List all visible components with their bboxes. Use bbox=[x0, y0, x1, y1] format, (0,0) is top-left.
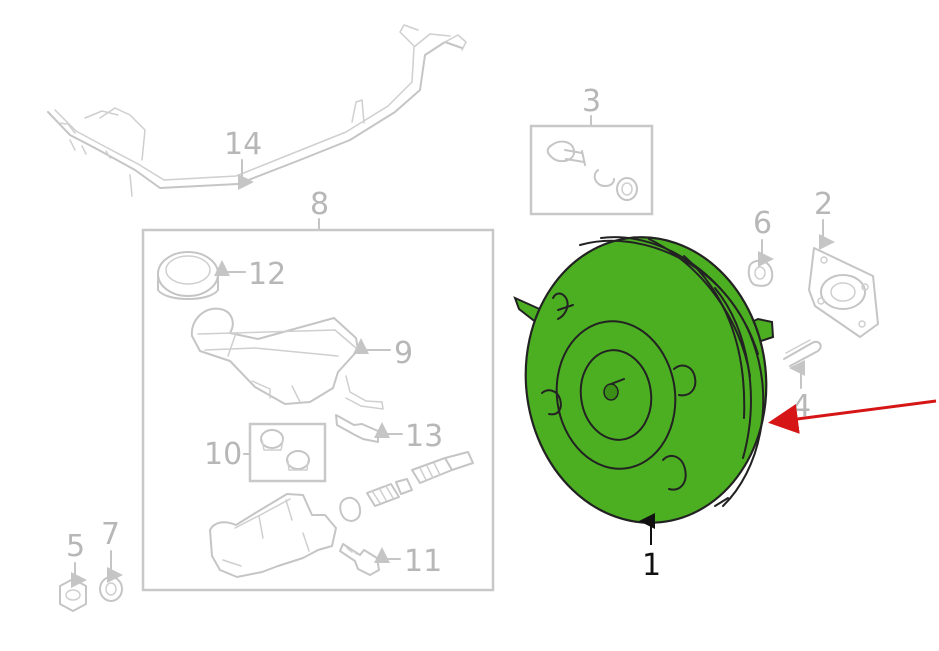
brake-line-assembly bbox=[47, 24, 467, 197]
svg-text:8: 8 bbox=[310, 187, 329, 222]
part-9-reservoir: 9 bbox=[190, 307, 413, 410]
part-11-bolt: 11 bbox=[339, 543, 442, 579]
part-3-box bbox=[529, 124, 654, 216]
part-6-nut: 6 bbox=[747, 206, 774, 287]
svg-text:2: 2 bbox=[814, 187, 833, 222]
master-cylinder bbox=[209, 451, 474, 578]
brake-booster-part-1 bbox=[513, 236, 775, 524]
svg-text:9: 9 bbox=[394, 336, 413, 371]
callout-14: 14 bbox=[224, 127, 262, 190]
svg-text:5: 5 bbox=[66, 529, 85, 564]
svg-text:11: 11 bbox=[404, 544, 442, 579]
callout-8: 8 bbox=[141, 187, 495, 592]
part-7-washer: 7 bbox=[99, 517, 123, 602]
svg-text:14: 14 bbox=[224, 127, 262, 162]
red-pointer-arrow bbox=[768, 399, 937, 434]
svg-text:12: 12 bbox=[248, 257, 286, 292]
part-10-box: 10 bbox=[204, 422, 327, 483]
part-3-pin-kit bbox=[546, 140, 638, 201]
svg-text:6: 6 bbox=[753, 206, 772, 241]
svg-text:7: 7 bbox=[101, 517, 120, 552]
part-13-sensor: 13 bbox=[335, 414, 443, 454]
part-5-nut: 5 bbox=[59, 529, 87, 612]
part-8-box bbox=[141, 228, 495, 592]
callout-3: 3 bbox=[529, 84, 654, 216]
callout-1: 1 bbox=[639, 513, 661, 583]
svg-text:3: 3 bbox=[582, 84, 601, 119]
part-2-gasket: 2 bbox=[808, 187, 879, 338]
part-12-cap: 12 bbox=[157, 251, 286, 300]
part-10-border bbox=[248, 422, 327, 483]
svg-text:13: 13 bbox=[405, 419, 443, 454]
svg-text:10: 10 bbox=[204, 437, 242, 472]
part-4-clip: 4 bbox=[783, 339, 822, 424]
svg-text:1: 1 bbox=[642, 548, 661, 583]
